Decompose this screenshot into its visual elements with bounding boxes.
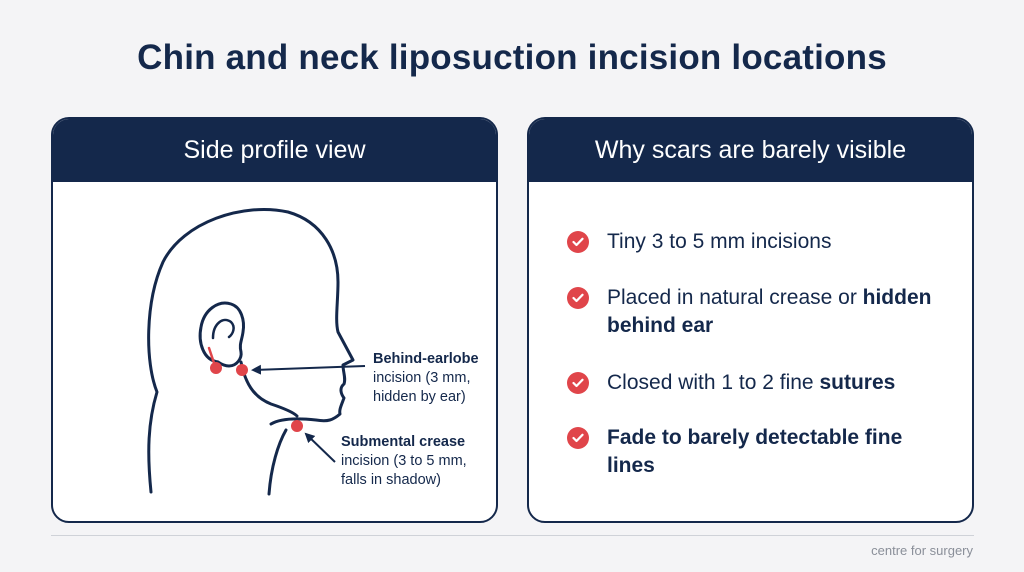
neck-front <box>267 428 288 496</box>
side-profile-body: Behind-earlobe incision (3 mm, hidden by… <box>53 182 496 521</box>
side-profile-panel: Side profile view <box>51 117 498 523</box>
earlobe-incision-dot <box>210 362 222 374</box>
scar-visibility-body: Tiny 3 to 5 mm incisions Placed in natur… <box>529 182 972 521</box>
list-item: Closed with 1 to 2 fine sutures <box>567 369 947 397</box>
footer-brand: centre for surgery <box>871 543 973 558</box>
list-item-plain: Tiny 3 to 5 mm incisions <box>607 230 832 253</box>
check-icon <box>567 427 589 449</box>
list-item: Tiny 3 to 5 mm incisions <box>567 228 947 256</box>
ear-outline <box>198 301 245 368</box>
list-item-bold: Fade to barely detectable fine lines <box>607 426 903 477</box>
scar-visibility-header: Why scars are barely visible <box>529 119 972 182</box>
behind-earlobe-callout-bold: Behind-earlobe <box>373 351 479 367</box>
head-outline <box>147 207 355 494</box>
check-icon <box>567 372 589 394</box>
list-item-text: Fade to barely detectable fine lines <box>607 424 947 480</box>
ear-inner <box>211 318 235 340</box>
check-icon <box>567 231 589 253</box>
jaw-line <box>239 360 299 418</box>
submental-callout: Submental crease incision (3 to 5 mm, fa… <box>341 433 491 490</box>
check-icon <box>567 287 589 309</box>
list-item-text: Closed with 1 to 2 fine sutures <box>607 369 947 397</box>
submental-callout-rest: incision (3 to 5 mm, falls in shadow) <box>341 453 467 488</box>
footer-divider <box>51 535 974 536</box>
behind-earlobe-callout-rest: incision (3 mm, hidden by ear) <box>373 370 471 405</box>
submental-incision-dot <box>291 420 303 432</box>
list-item: Placed in natural crease or hidden behin… <box>567 284 947 340</box>
behind-ear-incision-dot <box>236 364 248 376</box>
list-item-plain: Closed with 1 to 2 fine <box>607 371 820 394</box>
page-title: Chin and neck liposuction incision locat… <box>137 38 887 77</box>
list-item-plain: Placed in natural crease or <box>607 286 863 309</box>
side-profile-header: Side profile view <box>53 119 496 182</box>
list-item-text: Tiny 3 to 5 mm incisions <box>607 228 947 256</box>
list-item: Fade to barely detectable fine lines <box>567 424 947 480</box>
earlobe-arrow <box>251 364 366 375</box>
list-item-bold: sutures <box>819 371 896 394</box>
list-item-text: Placed in natural crease or hidden behin… <box>607 284 947 340</box>
scar-visibility-panel: Why scars are barely visible Tiny 3 to 5… <box>527 117 974 523</box>
behind-earlobe-callout: Behind-earlobe incision (3 mm, hidden by… <box>373 350 496 407</box>
head-profile-illustration <box>147 207 366 496</box>
submental-arrow <box>304 432 336 463</box>
list-item-bold: hidden behind ear <box>607 286 932 337</box>
submental-callout-bold: Submental crease <box>341 434 466 450</box>
